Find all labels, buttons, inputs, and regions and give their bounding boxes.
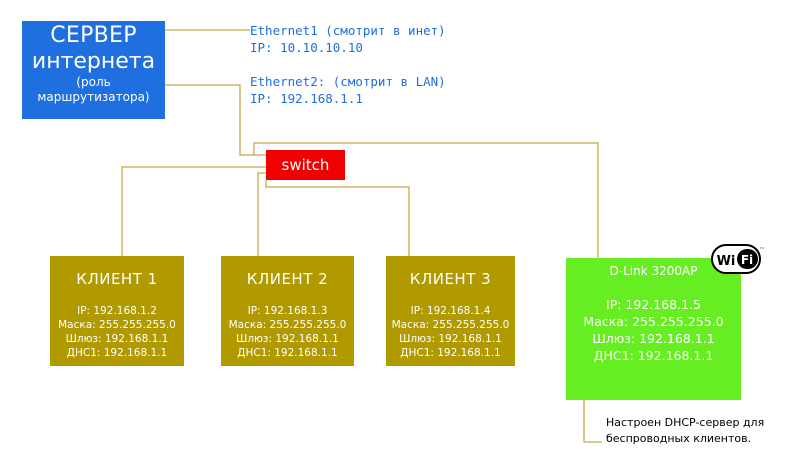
client-1-mask: Маска: 255.255.255.0 [58,319,176,331]
wifi-label-fi: Fi [741,253,753,267]
dlink-dns: ДНС1: 192.168.1.1 [593,348,714,363]
server-title-line1: СЕРВЕР [50,23,137,48]
client-3-dns: ДНС1: 192.168.1.1 [400,347,501,359]
wifi-label-wi: Wi [717,254,736,269]
switch-client2-wire [257,172,266,256]
server-role-line2: маршрутизатора) [37,90,150,104]
dlink-title: D-Link 3200AP [609,264,698,278]
client-3-mask: Маска: 255.255.255.0 [391,319,510,331]
server-role-line1: (роль [76,75,111,89]
dhcp-note-line1: Настроен DHCP-сервер для [606,416,765,429]
dlink-access-point-box: D-Link 3200AP IP: 192.168.1.5 Маска: 255… [566,258,741,400]
client-1-gateway: Шлюз: 192.168.1.1 [65,333,169,345]
eth2-wire [165,84,266,156]
eth1-label: Ethernet1 (смотрит в инет) IP: 10.10.10.… [250,22,446,56]
switch-dlink-wire [253,142,599,258]
eth2-name: Ethernet2: (смотрит в LAN) [250,74,446,89]
client-3-gateway: Шлюз: 192.168.1.1 [399,333,502,345]
eth1-name: Ethernet1 (смотрит в инет) [250,23,446,38]
client-2-gateway: Шлюз: 192.168.1.1 [236,333,339,345]
note-wire [583,400,602,443]
client-2-title: КЛИЕНТ 2 [246,270,329,288]
switch-client3-wire [265,180,410,256]
client-2-box: КЛИЕНТ 2 IP: 192.168.1.3 Маска: 255.255.… [221,256,354,366]
client-1-dns: ДНС1: 192.168.1.1 [66,347,168,359]
client-3-ip: IP: 192.168.1.4 [410,305,491,317]
eth1-ip: IP: 10.10.10.10 [250,40,363,55]
client-3-title: КЛИЕНТ 3 [409,270,492,288]
dlink-ip: IP: 192.168.1.5 [606,297,701,312]
switch-box: switch [266,150,345,180]
client-2-dns: ДНС1: 192.168.1.1 [237,347,338,359]
client-3-box: КЛИЕНТ 3 IP: 192.168.1.4 Маска: 255.255.… [386,256,515,366]
client-1-title: КЛИЕНТ 1 [76,270,158,288]
wifi-trademark: ™ [760,247,765,253]
dlink-mask: Маска: 255.255.255.0 [583,314,724,329]
client-2-ip: IP: 192.168.1.3 [247,305,328,317]
server-title-line2: интернета [31,49,156,74]
dhcp-note-line2: беспроводных клиентов. [606,432,752,445]
client-1-box: КЛИЕНТ 1 IP: 192.168.1.2 Маска: 255.255.… [50,256,184,366]
client-2-mask: Маска: 255.255.255.0 [228,319,347,331]
eth2-label: Ethernet2: (смотрит в LAN) IP: 192.168.1… [250,73,446,107]
wifi-logo-icon: Wi Fi ™ [711,244,765,274]
dhcp-note: Настроен DHCP-сервер для беспроводных кл… [606,415,764,447]
eth2-ip: IP: 192.168.1.1 [250,91,363,106]
switch-client1-wire [121,166,266,256]
client-1-ip: IP: 192.168.1.2 [77,305,157,317]
dlink-gateway: Шлюз: 192.168.1.1 [592,331,715,346]
internet-server-box: СЕРВЕР интернета (роль маршрутизатора) [22,21,165,119]
